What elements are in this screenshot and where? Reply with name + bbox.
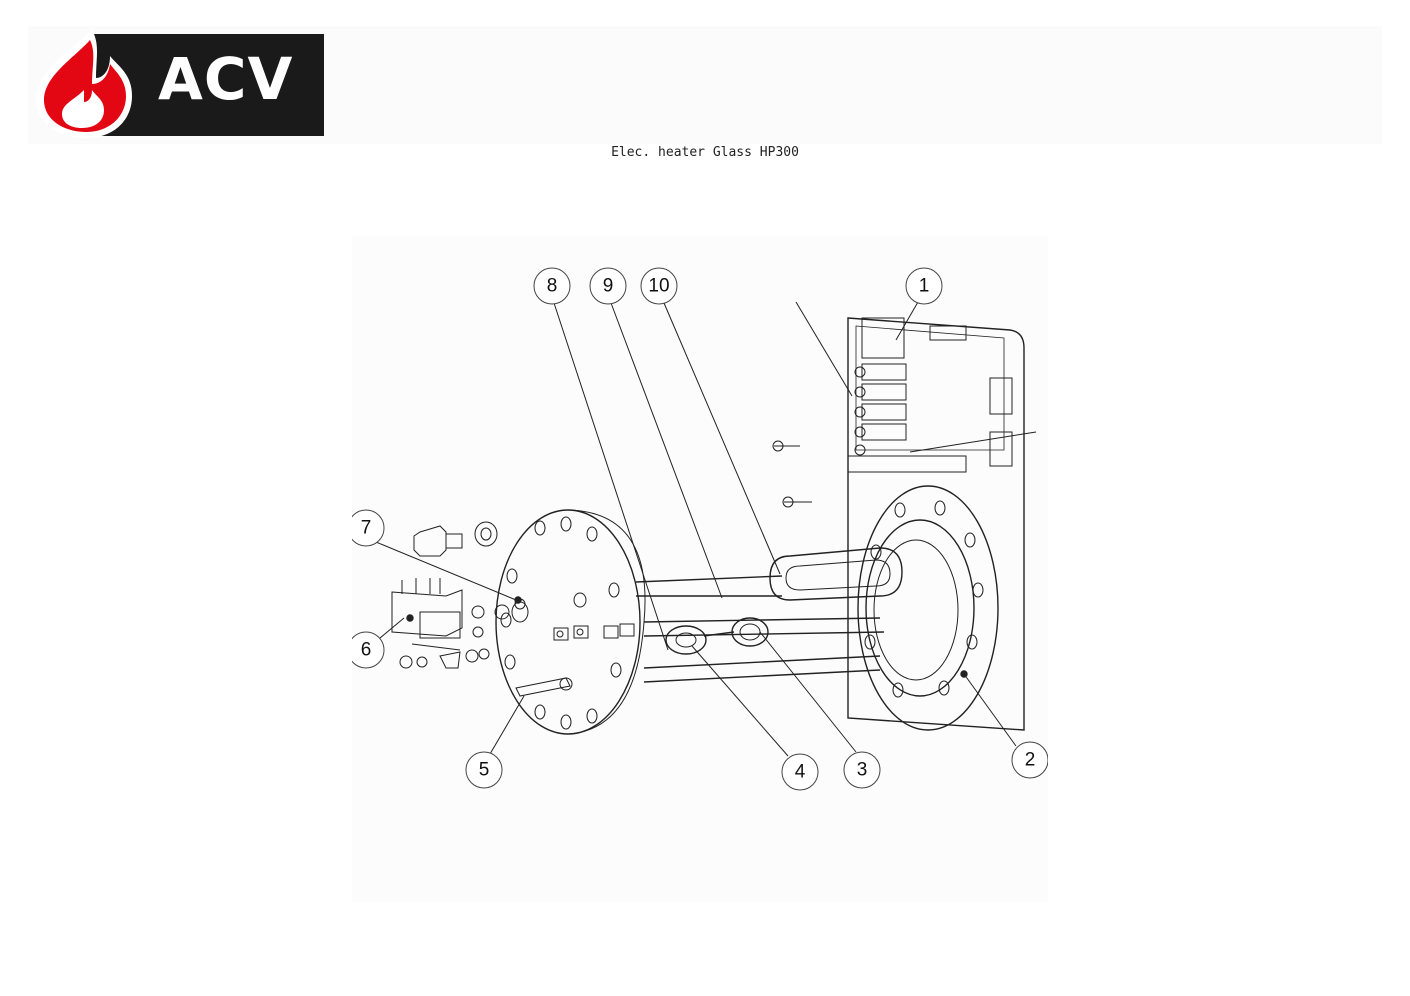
plate-holes (500, 516, 622, 730)
svg-text:10: 10 (648, 276, 669, 297)
acv-logo: ACV (30, 28, 326, 140)
bracket (847, 455, 967, 473)
callout-5: 5 (465, 751, 503, 789)
flange-outer (857, 485, 999, 731)
callout-10: 10 (640, 267, 678, 305)
washer (474, 521, 498, 547)
housing-outline (847, 317, 1025, 731)
heating-loop (769, 547, 903, 601)
svg-text:2: 2 (1025, 750, 1036, 771)
relay-b (989, 431, 1013, 467)
callout-6: 6 (352, 631, 385, 669)
svg-text:5: 5 (479, 760, 490, 781)
svg-text:7: 7 (361, 518, 372, 539)
screws (772, 440, 812, 508)
flange-inner (865, 519, 975, 697)
callout-9: 9 (589, 267, 627, 305)
thermostat (391, 589, 463, 637)
svg-text:6: 6 (361, 640, 372, 661)
bolt (413, 525, 447, 557)
terminal-block (861, 317, 905, 359)
callout-1: 1 (905, 267, 943, 305)
callout-2: 2 (1011, 741, 1048, 779)
connector (929, 325, 967, 341)
callout-3: 3 (843, 751, 881, 789)
callout-8: 8 (533, 267, 571, 305)
logo-text: ACV (158, 45, 294, 113)
anode-nut (665, 625, 707, 655)
relay-a (989, 377, 1013, 415)
flange-holes (864, 500, 984, 698)
svg-text:1: 1 (919, 276, 930, 297)
sensor-clip (515, 677, 571, 697)
exploded-diagram: 1 2 3 4 5 6 7 8 9 10 (352, 236, 1048, 902)
element-nut (731, 617, 769, 647)
leader-lines (375, 301, 1017, 757)
housing-inner (855, 325, 1005, 451)
callouts: 1 2 3 4 5 6 7 8 9 10 (352, 267, 1048, 791)
thermostat-nuts (399, 648, 490, 669)
svg-text:9: 9 (603, 276, 614, 297)
callout-7: 7 (352, 509, 385, 547)
page-title: Elec. heater Glass HP300 (611, 145, 799, 160)
flame-icon (36, 30, 132, 138)
plate-terminals (553, 623, 635, 641)
terminal-rows (854, 363, 907, 456)
svg-text:8: 8 (547, 276, 558, 297)
small-washers (471, 598, 526, 638)
diagram-drawing: 1 2 3 4 5 6 7 8 9 10 (352, 267, 1048, 791)
svg-text:4: 4 (795, 762, 806, 783)
callout-4: 4 (781, 753, 819, 791)
svg-text:3: 3 (857, 760, 868, 781)
